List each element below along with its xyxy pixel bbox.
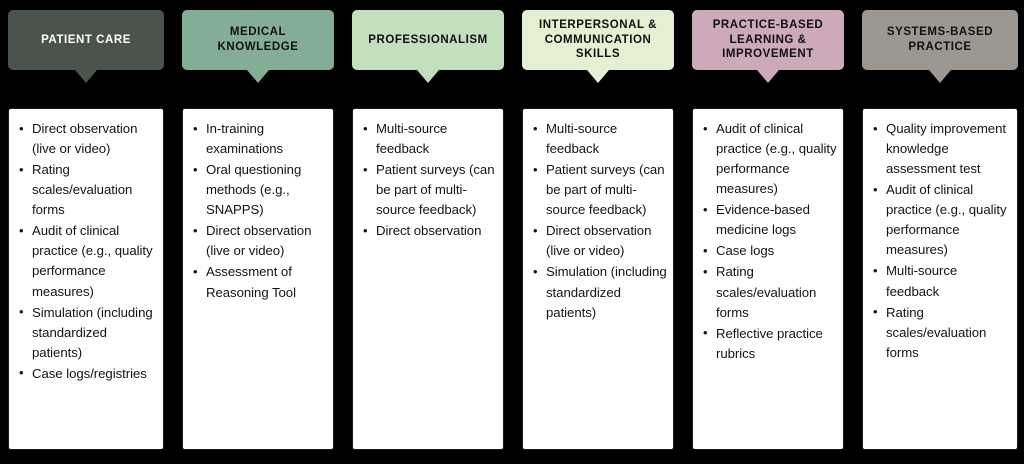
competency-column-patient-care: PATIENT CARE Direct observation (live or… [8,10,164,464]
list-item: Evidence-based medicine logs [695,200,837,240]
column-header-wrap: INTERPERSONAL & COMMUNICATION SKILLS [522,10,674,83]
column-content-box-interpersonal-communication-skills: Multi-source feedback Patient surveys (c… [522,108,674,450]
list-item: Direct observation (live or video) [11,118,157,159]
assessment-method-list: Multi-source feedback Patient surveys (c… [355,118,497,241]
column-content-box-systems-based-practice: Quality improvement knowledge assessment… [862,108,1018,450]
list-item: Reflective practice rubrics [695,323,837,364]
header-content-gap [182,82,334,108]
column-header-box-systems-based-practice[interactable]: SYSTEMS-BASED PRACTICE [862,10,1018,70]
column-header-wrap: MEDICAL KNOWLEDGE [182,10,334,83]
header-content-gap [862,82,1018,108]
assessment-method-list: Direct observation (live or video) Ratin… [11,118,157,384]
list-item: Multi-source feedback [355,118,497,159]
competency-column-systems-based-practice: SYSTEMS-BASED PRACTICE Quality improveme… [862,10,1018,464]
assessment-method-list: Quality improvement knowledge assessment… [865,118,1011,363]
list-item: Assessment of Reasoning Tool [185,262,327,302]
header-content-gap [692,82,844,108]
competency-column-professionalism: PROFESSIONALISM Multi-source feedback Pa… [352,10,504,464]
column-header-box-practice-based-learning-improvement[interactable]: PRACTICE-BASED LEARNING & IMPROVEMENT [692,10,844,70]
column-content-box-patient-care: Direct observation (live or video) Ratin… [8,108,164,450]
list-item: Oral questioning methods (e.g., SNAPPS) [185,160,327,220]
header-content-gap [352,82,504,108]
column-header-label: INTERPERSONAL & COMMUNICATION SKILLS [539,18,657,61]
column-header-label: PROFESSIONALISM [368,33,488,46]
list-item: Multi-source feedback [865,261,1011,301]
column-header-wrap: PROFESSIONALISM [352,10,504,83]
down-arrow-icon [587,70,609,83]
column-content-box-practice-based-learning-improvement: Audit of clinical practice (e.g., qualit… [692,108,844,450]
column-header-box-medical-knowledge[interactable]: MEDICAL KNOWLEDGE [182,10,334,70]
list-item: Direct observation (live or video) [525,221,667,261]
column-content-box-medical-knowledge: In-training examinations Oral questionin… [182,108,334,450]
column-header-box-professionalism[interactable]: PROFESSIONALISM [352,10,504,70]
list-item: Rating scales/evaluation forms [11,160,157,220]
column-header-label: PRACTICE-BASED LEARNING & IMPROVEMENT [712,18,824,61]
list-item: Patient surveys (can be part of multi-so… [355,160,497,220]
list-item: Rating scales/evaluation forms [695,262,837,322]
competency-column-medical-knowledge: MEDICAL KNOWLEDGE In-training examinatio… [182,10,334,464]
list-item: Rating scales/evaluation forms [865,302,1011,363]
list-item: Direct observation [355,221,497,241]
column-header-label: MEDICAL KNOWLEDGE [217,26,299,53]
list-item: Multi-source feedback [525,118,667,159]
column-header-label: PATIENT CARE [41,33,131,46]
column-header-label: SYSTEMS-BASED PRACTICE [886,26,994,53]
list-item: Audit of clinical practice (e.g., qualit… [865,180,1011,260]
competency-column-interpersonal-communication-skills: INTERPERSONAL & COMMUNICATION SKILLS Mul… [522,10,674,464]
column-header-box-patient-care[interactable]: PATIENT CARE [8,10,164,70]
column-header-wrap: PRACTICE-BASED LEARNING & IMPROVEMENT [692,10,844,83]
assessment-method-list: Audit of clinical practice (e.g., qualit… [695,118,837,364]
list-item: Audit of clinical practice (e.g., qualit… [695,118,837,199]
column-header-wrap: SYSTEMS-BASED PRACTICE [862,10,1018,83]
header-content-gap [522,82,674,108]
down-arrow-icon [417,70,439,83]
column-header-wrap: PATIENT CARE [8,10,164,83]
list-item: In-training examinations [185,118,327,159]
column-content-box-professionalism: Multi-source feedback Patient surveys (c… [352,108,504,450]
list-item: Patient surveys (can be part of multi-so… [525,160,667,220]
assessment-method-list: In-training examinations Oral questionin… [185,118,327,303]
down-arrow-icon [247,70,269,83]
column-header-box-interpersonal-communication-skills[interactable]: INTERPERSONAL & COMMUNICATION SKILLS [522,10,674,70]
down-arrow-icon [757,70,779,83]
list-item: Quality improvement knowledge assessment… [865,118,1011,179]
header-content-gap [8,82,164,108]
competency-column-practice-based-learning-improvement: PRACTICE-BASED LEARNING & IMPROVEMENT Au… [692,10,844,464]
list-item: Case logs/registries [11,363,157,384]
down-arrow-icon [75,70,97,83]
assessment-method-list: Multi-source feedback Patient surveys (c… [525,118,667,323]
list-item: Case logs [695,241,837,261]
down-arrow-icon [929,70,951,83]
list-item: Simulation (including standardized patie… [11,302,157,363]
list-item: Direct observation (live or video) [185,221,327,261]
list-item: Simulation (including standardized patie… [525,262,667,322]
list-item: Audit of clinical practice (e.g., qualit… [11,221,157,301]
